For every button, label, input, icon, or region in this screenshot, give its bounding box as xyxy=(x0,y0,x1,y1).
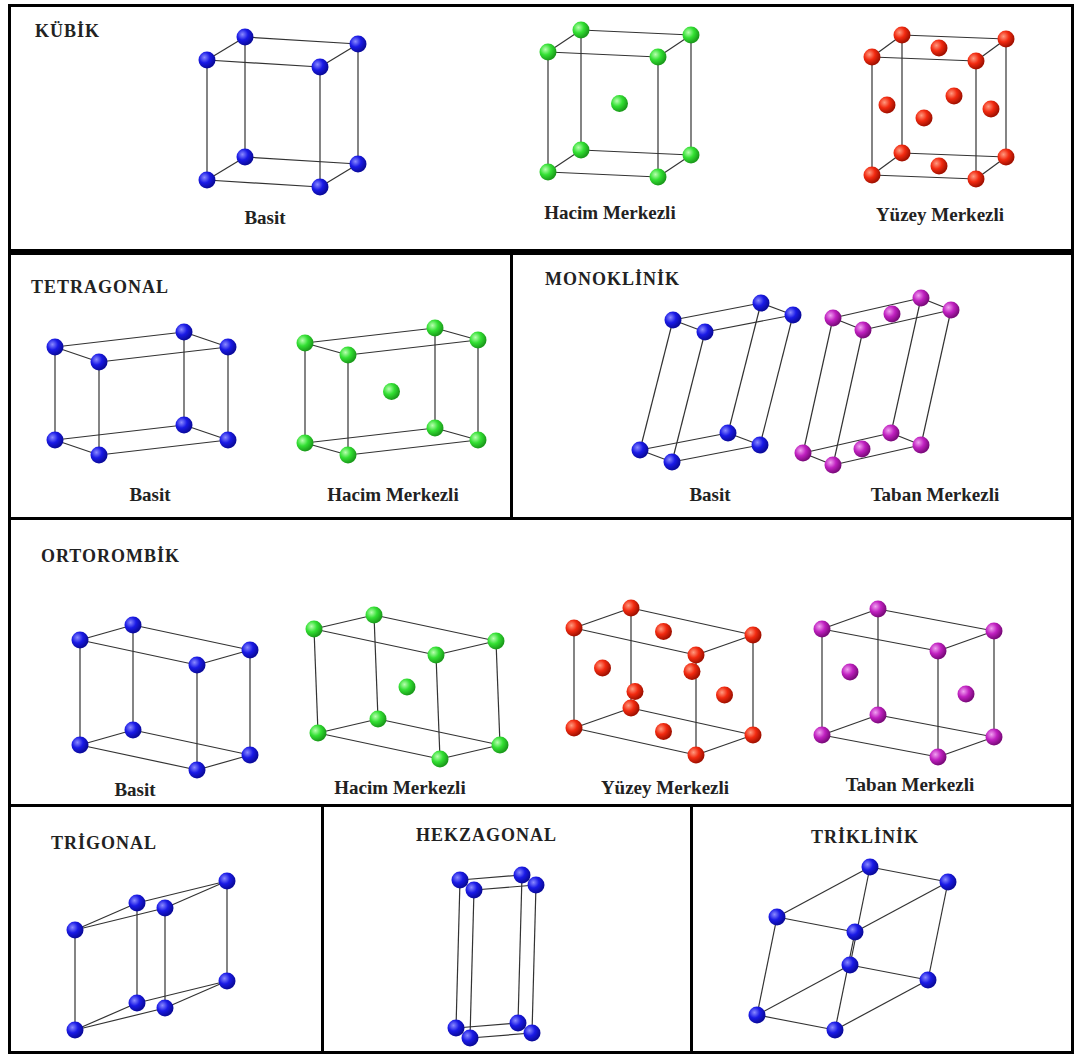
unit-cell xyxy=(306,607,509,768)
system-heading: TRİGONAL xyxy=(51,833,157,854)
lattice-label: Basit xyxy=(129,484,170,506)
system-heading: ORTOROMBİK xyxy=(41,546,180,567)
unit-cell xyxy=(864,27,1015,188)
lattice-label: Basit xyxy=(114,779,155,801)
unit-cell xyxy=(72,617,259,779)
unit-cell xyxy=(749,859,957,1039)
unit-cell xyxy=(448,867,545,1047)
lattice-label: Hacim Merkezli xyxy=(544,202,675,224)
system-panel: ORTOROMBİK xyxy=(8,517,1074,807)
system-panel: MONOKLİNİK xyxy=(510,252,1074,520)
system-heading: HEKZAGONAL xyxy=(416,825,557,846)
lattice-label: Basit xyxy=(689,484,730,506)
lattice-label: Hacim Merkezli xyxy=(327,484,458,506)
unit-cell xyxy=(67,873,236,1039)
system-heading: TETRAGONAL xyxy=(31,277,169,298)
lattice-label: Taban Merkezli xyxy=(846,774,975,796)
unit-cell xyxy=(199,29,367,196)
system-heading: MONOKLİNİK xyxy=(545,269,680,290)
system-panel: TRİGONAL xyxy=(8,804,324,1054)
system-panel: HEKZAGONAL xyxy=(321,804,693,1054)
unit-cell xyxy=(540,22,700,186)
unit-cell xyxy=(47,324,237,464)
system-heading: TRİKLİNİK xyxy=(811,827,919,848)
unit-cell xyxy=(632,295,802,471)
unit-cell xyxy=(566,600,762,764)
lattice-label: Basit xyxy=(244,207,285,229)
system-heading: KÜBİK xyxy=(35,21,100,42)
system-panel: TETRAGONAL xyxy=(8,252,513,520)
lattice-label: Taban Merkezli xyxy=(871,484,1000,506)
unit-cell xyxy=(297,320,487,464)
lattice-label: Hacim Merkezli xyxy=(334,777,465,799)
unit-cell xyxy=(814,601,1003,766)
lattice-label: Yüzey Merkezli xyxy=(876,204,1004,226)
lattice-label: Yüzey Merkezli xyxy=(601,777,729,799)
unit-cell xyxy=(795,290,960,474)
system-panel: TRİKLİNİK xyxy=(690,804,1074,1054)
